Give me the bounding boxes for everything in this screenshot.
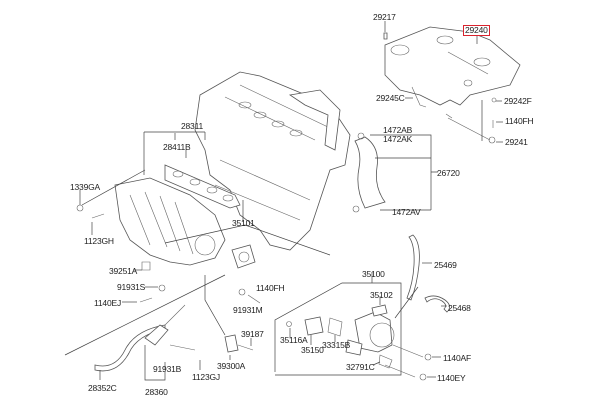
throttle-body-35100[interactable] [345, 311, 395, 356]
bracket-39251a[interactable] [141, 261, 151, 271]
part-label-35101[interactable]: 35101 [232, 218, 255, 228]
part-label-1140fh-manifold[interactable]: 1140FH [256, 283, 285, 293]
gasket-33315b[interactable] [327, 317, 343, 337]
part-label-1140fh-cover[interactable]: 1140FH [505, 116, 534, 126]
part-label-25469[interactable]: 25469 [434, 260, 457, 270]
nut-1339ga[interactable] [76, 204, 84, 212]
part-label-35150[interactable]: 35150 [301, 345, 324, 355]
part-label-28352c[interactable]: 28352C [88, 383, 117, 393]
part-label-91931s[interactable]: 91931S [117, 282, 146, 292]
intake-manifold-part[interactable] [114, 177, 226, 266]
actuator-35150[interactable] [304, 316, 324, 336]
part-label-35100[interactable]: 35100 [362, 269, 385, 279]
hose-25469[interactable] [406, 234, 420, 301]
part-label-25468[interactable]: 25468 [448, 303, 471, 313]
part-label-1123gh[interactable]: 1123GH [84, 236, 114, 246]
bolt-1140af [392, 344, 424, 358]
sensor-35102[interactable] [371, 304, 388, 317]
part-label-35116a[interactable]: 35116A [280, 335, 308, 345]
bolt-29217[interactable] [383, 32, 388, 40]
gasket-35101[interactable] [231, 244, 256, 269]
part-label-91931m[interactable]: 91931M [233, 305, 263, 315]
part-label-29240-highlighted[interactable]: 29240 [463, 25, 490, 36]
part-label-1472ak[interactable]: 1472AK [383, 134, 413, 144]
bracket-29245c[interactable] [411, 86, 427, 108]
part-label-39251a[interactable]: 39251A [109, 266, 138, 276]
part-label-1140ej[interactable]: 1140EJ [94, 298, 121, 308]
bolt-1140ey [384, 364, 416, 378]
nut-29242f[interactable] [491, 97, 497, 103]
clip-91931s[interactable] [158, 284, 166, 292]
part-label-29241[interactable]: 29241 [505, 137, 528, 147]
part-label-29217[interactable]: 29217 [373, 12, 396, 22]
bolt-1140ej[interactable] [139, 297, 153, 303]
part-label-1339ga[interactable]: 1339GA [70, 182, 100, 192]
part-label-29242f[interactable]: 29242F [504, 96, 532, 106]
engine-block-part[interactable] [194, 71, 351, 251]
part-label-28411b[interactable]: 28411B [163, 142, 191, 152]
part-label-28311[interactable]: 28311 [181, 121, 204, 131]
part-label-33315b[interactable]: 33315B [322, 340, 351, 350]
bolt-1123gh[interactable] [91, 213, 105, 219]
gasket-28411b[interactable] [164, 164, 241, 209]
sensor-39300a[interactable] [224, 334, 254, 353]
bolt-35116a[interactable] [286, 321, 292, 327]
part-label-1123gj[interactable]: 1123GJ [192, 372, 220, 382]
part-label-26720[interactable]: 26720 [437, 168, 460, 178]
part-label-39300a[interactable]: 39300A [217, 361, 246, 371]
bracket-32791c[interactable] [378, 354, 393, 369]
clip-91931m[interactable] [238, 288, 246, 296]
part-label-32791c[interactable]: 32791C [346, 362, 375, 372]
hose-26720[interactable] [352, 132, 386, 213]
part-label-29245c[interactable]: 29245C [376, 93, 405, 103]
part-label-39187[interactable]: 39187 [241, 329, 264, 339]
part-label-28360[interactable]: 28360 [145, 387, 168, 397]
part-label-35102[interactable]: 35102 [370, 290, 393, 300]
part-label-91931b[interactable]: 91931B [153, 364, 182, 374]
part-label-1472av[interactable]: 1472AV [392, 207, 421, 217]
part-label-1140ey[interactable]: 1140EY [437, 373, 466, 383]
bracket-28360[interactable] [144, 304, 196, 351]
part-label-1472ab[interactable]: 1472AB [383, 125, 413, 135]
hose-25468[interactable] [424, 295, 450, 313]
part-label-1140af[interactable]: 1140AF [443, 353, 471, 363]
engine-cover-part[interactable] [384, 26, 521, 106]
bracket-29241[interactable] [445, 113, 496, 144]
bolt-1140fh-manifold[interactable] [247, 294, 261, 304]
